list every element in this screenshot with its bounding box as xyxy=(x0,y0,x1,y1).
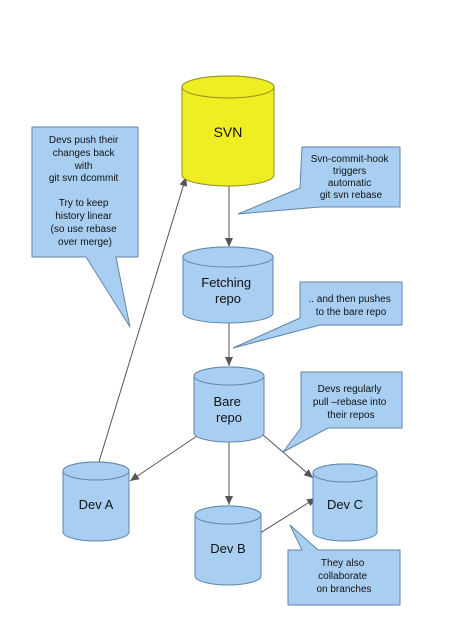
node-bare-line: Bare xyxy=(213,394,240,409)
node-deva-label: Dev A xyxy=(79,497,114,512)
callout-collaborate-line: They also xyxy=(321,558,365,569)
node-fetching-line: Fetching xyxy=(201,275,251,290)
callout-pushes-shape xyxy=(232,281,403,349)
node-svn-top xyxy=(181,75,275,99)
callout-hook-line: triggers xyxy=(333,166,366,177)
callout-dcommit-line: Try to keep xyxy=(59,198,109,209)
node-bare-repo: Bare repo xyxy=(193,366,265,443)
node-devb-label: Dev B xyxy=(210,541,245,556)
arrow-deva-to-svn xyxy=(97,176,188,466)
node-fetching-label: Fetching repo xyxy=(201,275,255,306)
node-dev-c: Dev C xyxy=(312,463,378,542)
callout-hook-line: automatic xyxy=(328,178,371,189)
callout-regularly: Devs regularly pull –rebase into their r… xyxy=(282,371,403,453)
callout-collaborate-line: on branches xyxy=(316,584,371,595)
callout-dcommit: Devs push their changes back with git sv… xyxy=(31,126,139,328)
callout-dcommit-line: history linear xyxy=(55,211,112,222)
node-dev-a: Dev A xyxy=(62,461,130,542)
callout-pushes: .. and then pushes to the bare repo xyxy=(232,281,403,349)
callout-hook: Svn-commit-hook triggers automatic git s… xyxy=(237,146,401,215)
node-devb-top xyxy=(194,505,262,525)
node-bare-line: repo xyxy=(216,410,242,425)
callout-pushes-line: to the bare repo xyxy=(316,307,387,318)
callout-pushes-text: .. and then pushes to the bare repo xyxy=(308,294,393,318)
node-bare-label: Bare repo xyxy=(213,394,244,425)
callout-dcommit-shape xyxy=(31,126,139,328)
callout-regularly-line: their repos xyxy=(327,410,374,421)
callout-dcommit-line: changes back xyxy=(53,148,116,159)
node-devc-top xyxy=(312,463,378,483)
callout-dcommit-text: Devs push their changes back with git sv… xyxy=(49,135,121,248)
node-fetching-top xyxy=(182,246,274,268)
arrow-bare-to-devc xyxy=(261,433,314,479)
callout-collaborate-line: collaborate xyxy=(318,571,367,582)
callout-hook-line: git svn rebase xyxy=(320,190,383,201)
arrow-bare-to-deva xyxy=(129,435,198,482)
callout-regularly-shape xyxy=(282,371,403,453)
callout-collaborate-text: They also collaborate on branches xyxy=(316,558,371,595)
callout-dcommit-line: over merge) xyxy=(58,237,112,248)
callout-hook-line: Svn-commit-hook xyxy=(311,154,390,165)
node-dev-b: Dev B xyxy=(194,505,262,586)
node-devc-label: Dev C xyxy=(327,497,363,512)
callout-hook-shape xyxy=(237,146,401,215)
node-fetching-repo: Fetching repo xyxy=(182,246,274,324)
callout-dcommit-line: git svn dcommit xyxy=(49,173,119,184)
node-deva-top xyxy=(62,461,130,481)
node-fetching-line: repo xyxy=(215,291,241,306)
callout-regularly-line: Devs regularly xyxy=(318,384,382,395)
node-svn-label: SVN xyxy=(214,124,243,140)
arrows xyxy=(97,176,317,549)
callout-dcommit-line: (so use rebase xyxy=(51,224,118,235)
node-svn: SVN xyxy=(181,75,275,187)
callout-pushes-line: .. and then pushes xyxy=(308,294,390,305)
callout-regularly-text: Devs regularly pull –rebase into their r… xyxy=(313,384,389,421)
callout-dcommit-line: Devs push their xyxy=(49,135,119,146)
callout-regularly-line: pull –rebase into xyxy=(313,397,387,408)
callout-dcommit-line: with xyxy=(74,161,93,172)
node-bare-top xyxy=(193,366,265,386)
callout-hook-text: Svn-commit-hook triggers automatic git s… xyxy=(311,154,392,201)
